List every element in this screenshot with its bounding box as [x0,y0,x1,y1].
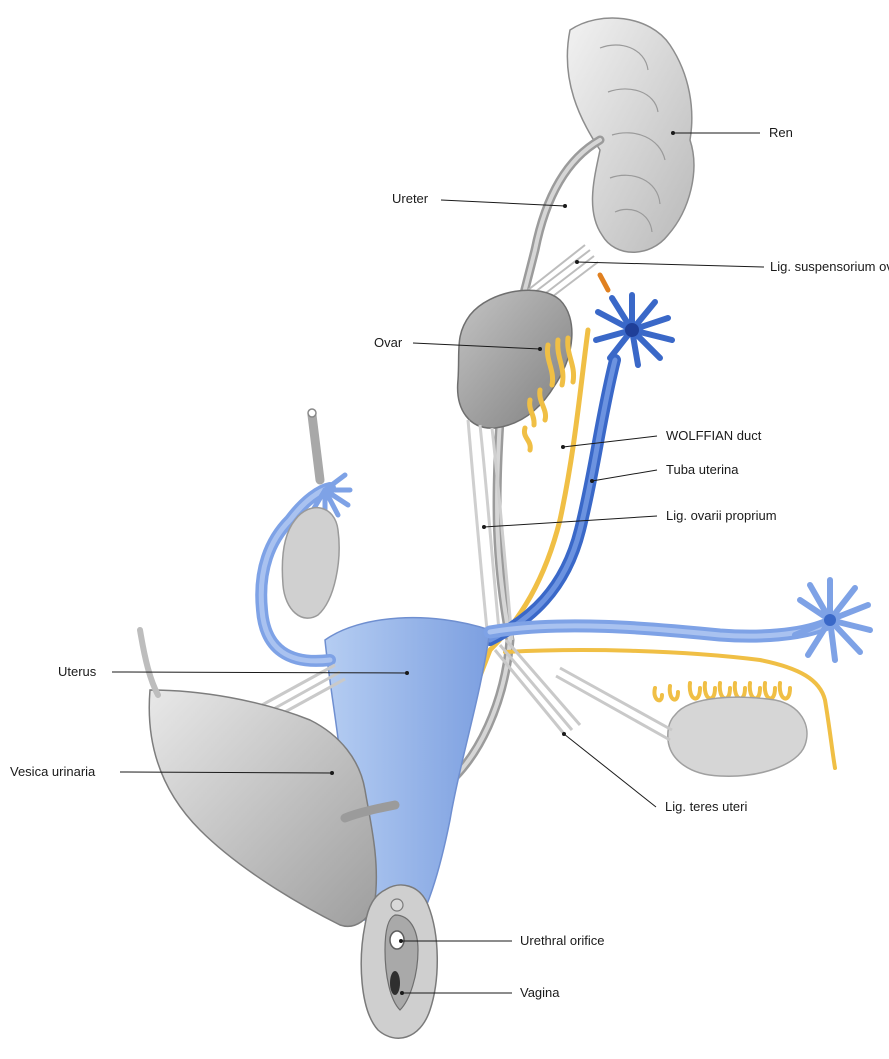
label-uterus: Uterus [58,664,96,680]
label-ren: Ren [769,125,793,141]
label-urethral-orifice: Urethral orifice [520,933,605,949]
label-lig-ovarii-proprium: Lig. ovarii proprium [666,508,777,524]
label-ureter: Ureter [392,191,428,207]
label-ovar: Ovar [374,335,402,351]
label-vagina: Vagina [520,985,560,1001]
label-tuba-uterina: Tuba uterina [666,462,739,478]
external-genitalia [361,885,437,1038]
kidney [567,18,694,252]
label-wolffian-duct: WOLFFIAN duct [666,428,761,444]
label-vesica-urinaria: Vesica urinaria [10,764,95,780]
ovary-right [668,697,807,776]
label-lig-teres-uteri: Lig. teres uteri [665,799,747,815]
label-lig-suspensorium-ovarii: Lig. suspensorium ovarii [770,259,889,275]
lig-suspensorium-left [312,415,320,480]
